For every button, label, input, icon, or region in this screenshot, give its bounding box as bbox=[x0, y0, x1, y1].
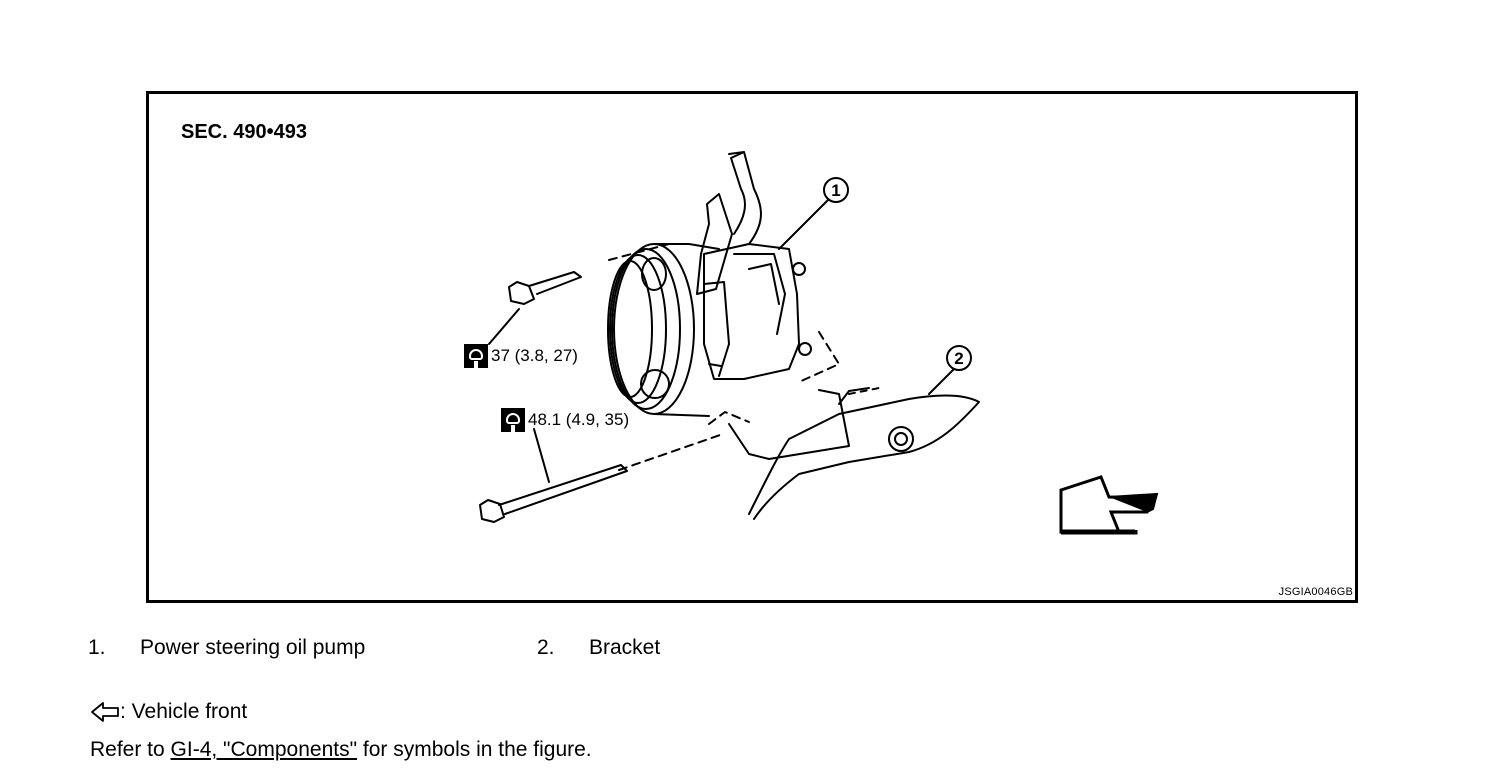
bracket-outline bbox=[748, 394, 980, 520]
vehicle-front-arrow bbox=[1059, 475, 1159, 535]
lower-bolt bbox=[479, 499, 505, 523]
callout-1: 1 bbox=[823, 177, 849, 203]
torque-lower: 48.1 (4.9, 35) bbox=[501, 408, 629, 432]
torque-wrench-icon bbox=[501, 408, 525, 432]
legend-number: 2. bbox=[537, 636, 555, 659]
bracket-bolt-hole bbox=[888, 426, 914, 452]
vehicle-front-text: : Vehicle front bbox=[120, 700, 248, 723]
torque-lower-value: 48.1 (4.9, 35) bbox=[528, 410, 630, 429]
torque-wrench-icon bbox=[464, 344, 488, 368]
pump-illustration: 1 2 bbox=[479, 151, 1159, 535]
refer-note: Refer to GI-4, "Components" for symbols … bbox=[90, 738, 592, 762]
pump-hose bbox=[728, 151, 762, 245]
figure-id: JSGIA0046GB bbox=[1278, 586, 1353, 598]
front-arrow-icon bbox=[91, 702, 119, 722]
bracket-arm bbox=[728, 389, 850, 460]
section-label: SEC. 490•493 bbox=[181, 121, 307, 143]
legend-number: 1. bbox=[88, 636, 106, 659]
legend-label: Power steering oil pump bbox=[140, 636, 366, 659]
vehicle-front-note: : Vehicle front bbox=[90, 700, 247, 724]
diagram-figure: 1 2 SEC. 490•493 37 (3.8, 27) 48.1 (4.9,… bbox=[146, 91, 1358, 603]
upper-bolt bbox=[508, 281, 535, 305]
callout-2: 2 bbox=[946, 345, 972, 371]
callout-1-label: 1 bbox=[831, 181, 840, 200]
refer-suffix: for symbols in the figure. bbox=[357, 738, 592, 761]
torque-upper-value: 37 (3.8, 27) bbox=[491, 346, 578, 365]
components-link[interactable]: GI-4, "Components" bbox=[170, 738, 358, 761]
torque-upper: 37 (3.8, 27) bbox=[464, 344, 578, 368]
callout-2-label: 2 bbox=[954, 349, 963, 368]
pump-body bbox=[703, 243, 800, 380]
refer-prefix: Refer to bbox=[90, 738, 171, 761]
legend-label: Bracket bbox=[589, 636, 661, 659]
